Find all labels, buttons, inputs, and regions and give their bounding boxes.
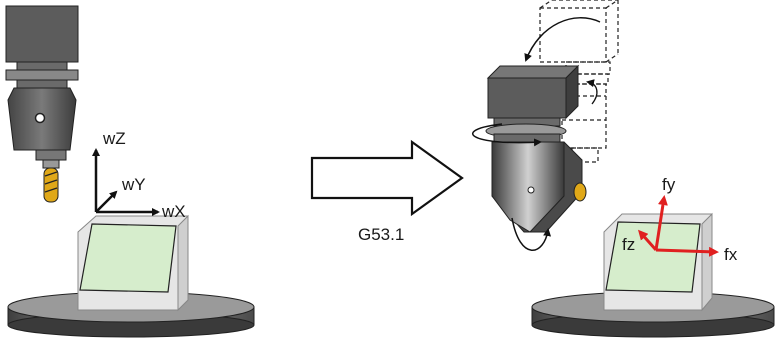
fz-axis xyxy=(638,229,658,251)
fz-label: fz xyxy=(622,235,635,254)
g53-1-label: G53.1 xyxy=(358,225,404,244)
pivot-hole-icon xyxy=(34,112,46,124)
pivot-hole-icon xyxy=(527,186,535,194)
tool-tip-icon xyxy=(573,182,587,202)
left-axes: wZ wY wX xyxy=(92,129,186,221)
wy-label: wY xyxy=(121,175,146,194)
fx-axis xyxy=(655,246,719,257)
wy-axis xyxy=(95,190,118,213)
rotation-arrow-ghost xyxy=(586,79,598,105)
rotation-arrow-top xyxy=(524,17,601,62)
wz-label: wZ xyxy=(102,129,126,148)
left-spindle-head xyxy=(5,5,79,203)
wx-label: wX xyxy=(161,202,186,221)
tool-bit xyxy=(43,167,59,203)
right-workpiece xyxy=(603,212,713,312)
fy-label: fy xyxy=(662,175,676,194)
fy-axis xyxy=(654,195,668,251)
transition-arrow xyxy=(310,139,464,217)
right-axes: fy fz fx xyxy=(622,175,738,264)
rotation-arrow-middle xyxy=(471,123,542,147)
left-workpiece xyxy=(77,214,189,312)
rotation-arrow-bottom xyxy=(511,217,552,251)
right-spindle-head xyxy=(485,64,587,233)
fx-label: fx xyxy=(724,245,738,264)
